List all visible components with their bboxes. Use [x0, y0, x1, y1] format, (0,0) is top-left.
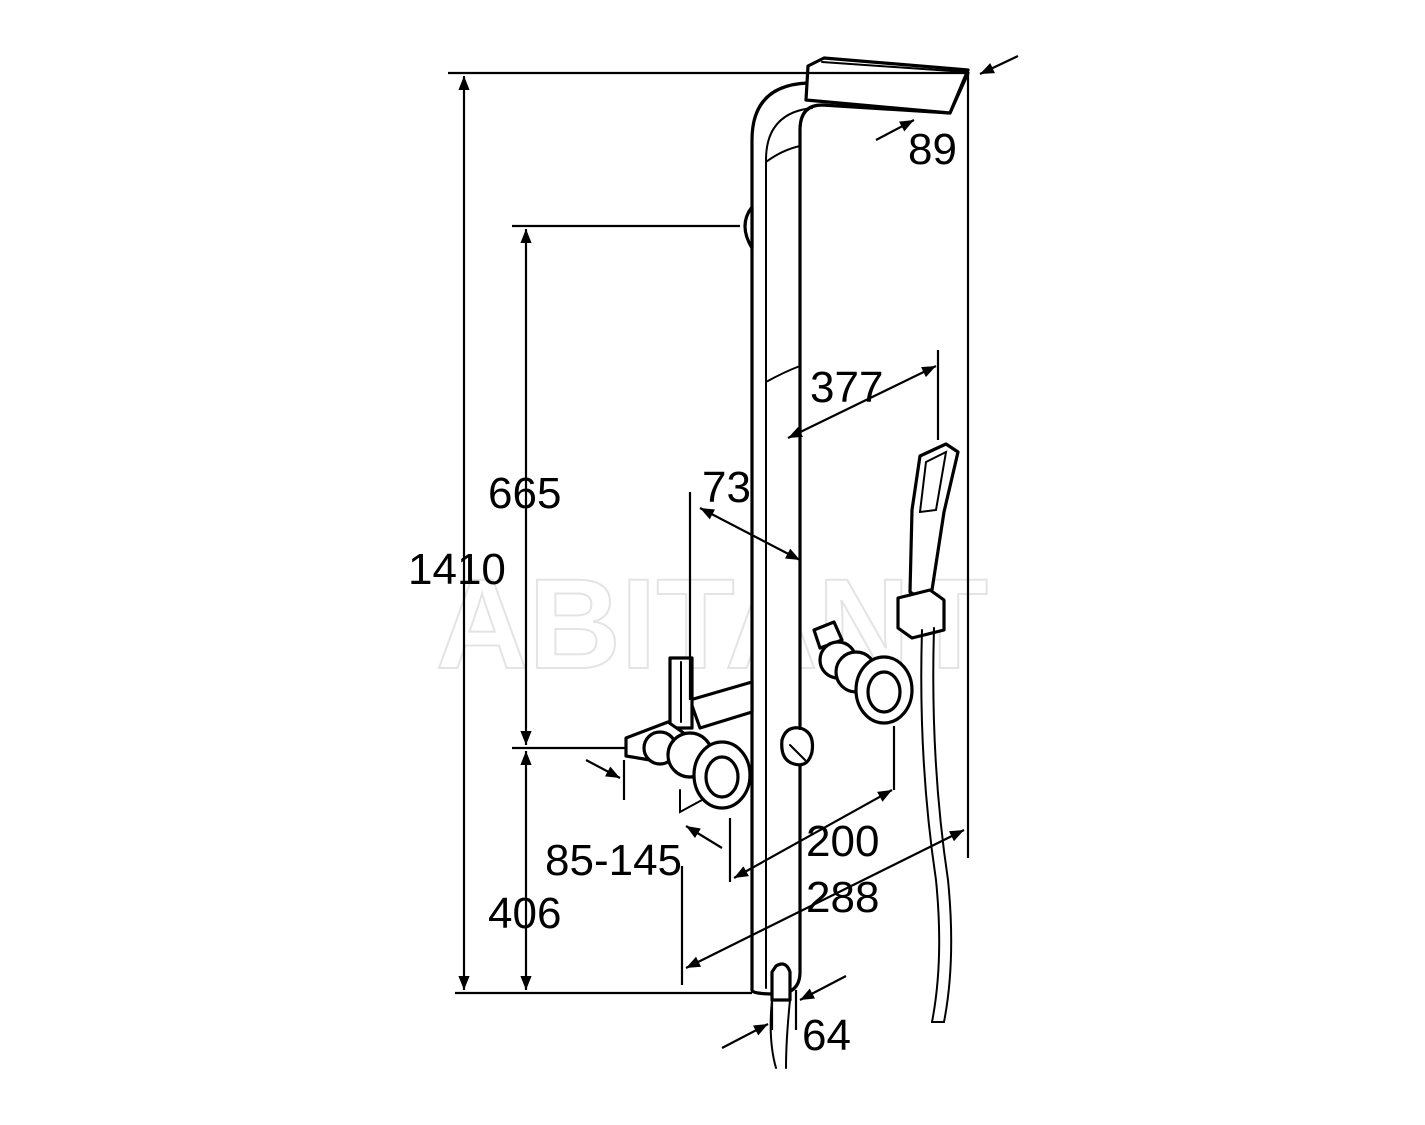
label-wall-offset-range: 85-145: [545, 836, 682, 885]
dim-line-valve-spacing: [699, 507, 801, 561]
left-valve-stem: [679, 789, 703, 814]
label-valve-spacing: 73: [702, 463, 751, 512]
dim-line-bottom-width-b: [799, 975, 847, 1001]
dim-line-handshower-projection: [685, 829, 965, 969]
hand-shower-face: [918, 450, 948, 514]
upper-wall-bracket: [743, 205, 754, 250]
right-valve: [812, 620, 914, 725]
dim-line-handshower-offset: [787, 365, 937, 439]
dim-line-wall-offset-b: [685, 825, 723, 849]
label-overall-height: 1410: [408, 545, 506, 594]
hand-shower-holder: [896, 588, 946, 640]
bottom-outlet: [770, 962, 792, 1002]
label-handshower-projection: 288: [806, 873, 879, 922]
label-top-depth: 89: [908, 125, 957, 174]
column-holder-line: [789, 744, 806, 761]
label-lower-height: 406: [488, 889, 561, 938]
column-holder: [780, 726, 815, 767]
left-valve-knob-face: [704, 755, 740, 799]
dimension-lines: [448, 55, 1019, 1049]
bottom-hose-right: [785, 999, 791, 1069]
dimension-labels: 1410 665 406 89 377 73 85-145 200 288 64: [408, 125, 957, 1060]
rain-head-edge: [821, 61, 967, 73]
label-bottom-width: 64: [802, 1011, 851, 1060]
rain-head-plate: [804, 56, 970, 115]
dim-line-top-depth-b: [875, 119, 915, 141]
column-seam-upper: [765, 145, 801, 163]
panel-column-inner-edge: [765, 107, 813, 989]
label-handshower-offset: 377: [810, 363, 883, 412]
label-upper-height: 665: [488, 469, 561, 518]
dim-line-top-depth-a: [979, 55, 1019, 75]
right-valve-knob-face: [866, 670, 902, 714]
dim-line-wall-offset-a: [585, 759, 621, 779]
hand-shower: [896, 442, 960, 1023]
left-valve-arm: [688, 680, 754, 730]
dim-line-bottom-width-a: [721, 1023, 769, 1049]
label-valve-projection: 200: [806, 817, 879, 866]
